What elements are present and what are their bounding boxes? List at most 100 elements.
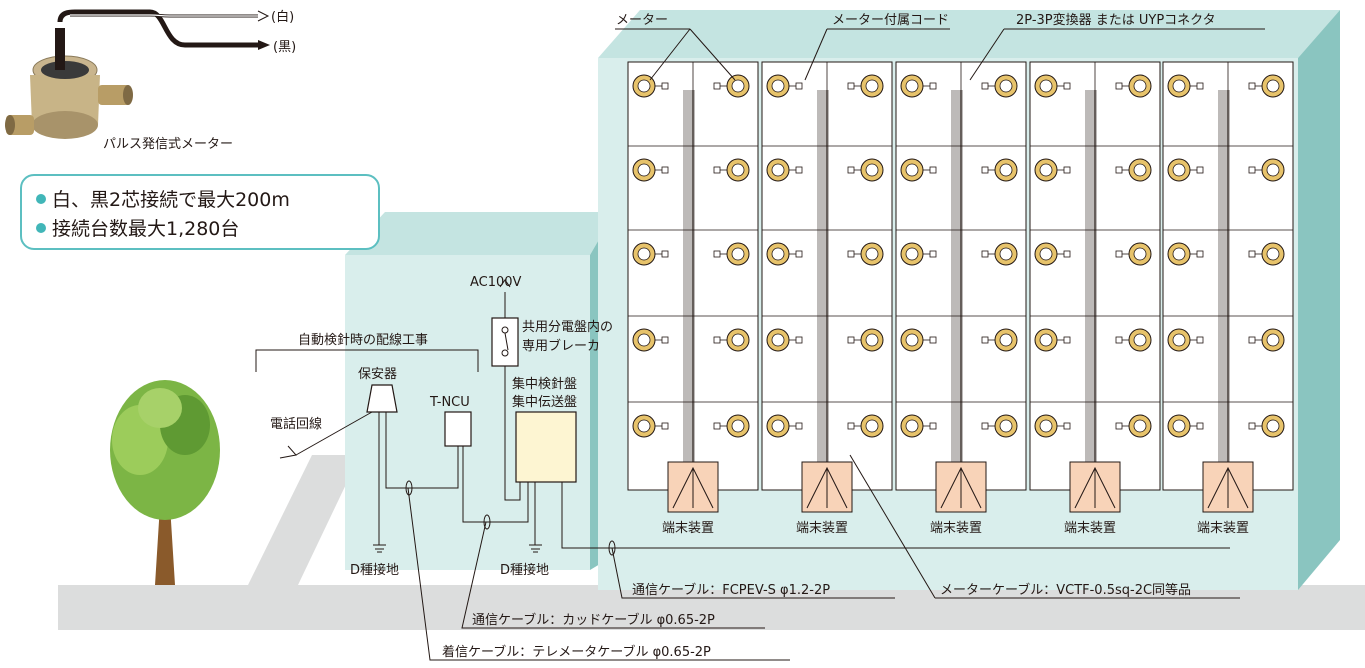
small-building-equipment: [255, 279, 1230, 661]
breaker-label-1: 共用分電盤内の: [522, 319, 613, 335]
callout-text: 接続台数最大1,280台: [52, 218, 240, 240]
water-meter-icon: [713, 158, 750, 182]
central-panel-label-2: 集中伝送盤: [512, 394, 577, 410]
ground-right-label: D種接地: [500, 562, 549, 578]
water-meter-icon: [632, 158, 669, 182]
water-meter-icon: [632, 74, 669, 98]
terminal-label: 端末装置: [1197, 521, 1249, 536]
water-meter-icon: [981, 74, 1018, 98]
converter-label: 2P-3P変換器 または UYPコネクタ: [1016, 12, 1216, 28]
terminal-label: 端末装置: [1064, 521, 1116, 536]
incoming-cable-label: 着信ケーブル：テレメータケーブル φ0.65-2P: [442, 644, 711, 660]
terminal-device: [667, 461, 719, 513]
meter-label: メーター: [616, 13, 668, 28]
terminal-device: [1069, 461, 1121, 513]
water-meter-icon: [1248, 74, 1285, 98]
terminal-device: [935, 461, 987, 513]
comm-cable-2-label: 通信ケーブル：カッドケーブル φ0.65-2P: [472, 612, 715, 628]
ground-left-label: D種接地: [350, 562, 399, 578]
water-meter-icon: [766, 242, 803, 266]
protector-device: [366, 384, 398, 413]
water-meter-icon: [632, 242, 669, 266]
terminal-label: 端末装置: [796, 521, 848, 536]
water-meter-icon: [1034, 242, 1071, 266]
terminal-devices: [667, 461, 1254, 513]
bullet-dot: [36, 222, 46, 233]
water-meter-icon: [1034, 328, 1071, 352]
water-meter-icon: [713, 328, 750, 352]
tree: [110, 380, 220, 585]
water-meter-icon: [900, 158, 937, 182]
tncu-device: [444, 411, 472, 447]
water-meter-icon: [1167, 414, 1204, 438]
wire-white-label: (白): [271, 9, 294, 25]
label-underlines: [440, 28, 1265, 661]
callout-item: 白、黒2芯接続で最大200m: [36, 184, 378, 213]
ac100v-label: AC100V: [470, 275, 522, 290]
meter-cable-label: メーターケーブル：VCTF-0.5sq-2C同等品: [940, 582, 1191, 598]
water-meter-icon: [1167, 74, 1204, 98]
phone-line-label: 電話回線: [270, 416, 322, 432]
water-meter-icon: [900, 414, 937, 438]
pulse-meter-illustration: [5, 9, 270, 139]
water-meter-icon: [847, 328, 884, 352]
water-meter-icon: [847, 74, 884, 98]
meter-caption: パルス発信式メーター: [103, 137, 233, 152]
water-meter-icon: [847, 242, 884, 266]
bullet-dot: [36, 193, 46, 204]
water-meter-icon: [632, 414, 669, 438]
water-meter-icon: [1115, 328, 1152, 352]
tncu-label: T-NCU: [429, 395, 470, 410]
terminal-labels: 端末装置 端末装置 端末装置 端末装置 端末装置: [662, 521, 1249, 536]
wiring-work-label: 自動検針時の配線工事: [298, 332, 428, 348]
ground-strip: [58, 585, 1365, 630]
breaker-device: [491, 317, 519, 367]
central-panel-label-1: 集中検針盤: [512, 376, 577, 392]
water-meter-icon: [981, 328, 1018, 352]
callout-item: 接続台数最大1,280台: [36, 213, 378, 242]
water-meter-icon: [981, 242, 1018, 266]
wire-black-label: (黒): [273, 40, 296, 55]
water-meter-icon: [713, 74, 750, 98]
water-meter-icon: [1034, 74, 1071, 98]
terminal-label: 端末装置: [662, 521, 714, 536]
water-meter-icon: [1248, 158, 1285, 182]
meter-grid: [627, 61, 1294, 491]
water-meter-icon: [632, 328, 669, 352]
protector-label: 保安器: [358, 367, 397, 382]
text-labels: (白) (黒) パルス発信式メーター メーター メーター付属コード 2P-3P変…: [103, 9, 1216, 660]
callout-text: 白、黒2芯接続で最大200m: [52, 189, 290, 211]
water-meter-icon: [766, 328, 803, 352]
water-meter-icon: [766, 74, 803, 98]
terminal-device: [1202, 461, 1254, 513]
breaker-label-2: 専用ブレーカ: [522, 338, 600, 354]
water-meter-icon: [1115, 414, 1152, 438]
water-meter-icon: [1167, 242, 1204, 266]
water-meter-icon: [1248, 242, 1285, 266]
water-meter-icon: [900, 328, 937, 352]
water-meter-icon: [847, 158, 884, 182]
water-meter-icon: [766, 158, 803, 182]
spec-callout: 白、黒2芯接続で最大200m 接続台数最大1,280台: [20, 174, 380, 250]
comm-cable-1-label: 通信ケーブル：FCPEV-S φ1.2-2P: [632, 582, 830, 598]
water-meter-icon: [713, 414, 750, 438]
water-meter-icon: [981, 414, 1018, 438]
water-meter-icon: [900, 242, 937, 266]
water-meter-icon: [1167, 158, 1204, 182]
water-meter-icon: [1167, 328, 1204, 352]
water-meter-icon: [1115, 74, 1152, 98]
water-meter-icon: [1248, 328, 1285, 352]
water-meter-icon: [766, 414, 803, 438]
water-meter-icon: [900, 74, 937, 98]
water-meter-icon: [1034, 158, 1071, 182]
water-meter-icon: [981, 158, 1018, 182]
terminal-label: 端末装置: [930, 521, 982, 536]
water-meter-icon: [1248, 414, 1285, 438]
water-meter-icon: [1115, 242, 1152, 266]
water-meter-icon: [713, 242, 750, 266]
meter-cord-label: メーター付属コード: [832, 13, 949, 28]
central-panel: [515, 411, 577, 483]
road: [248, 455, 360, 585]
